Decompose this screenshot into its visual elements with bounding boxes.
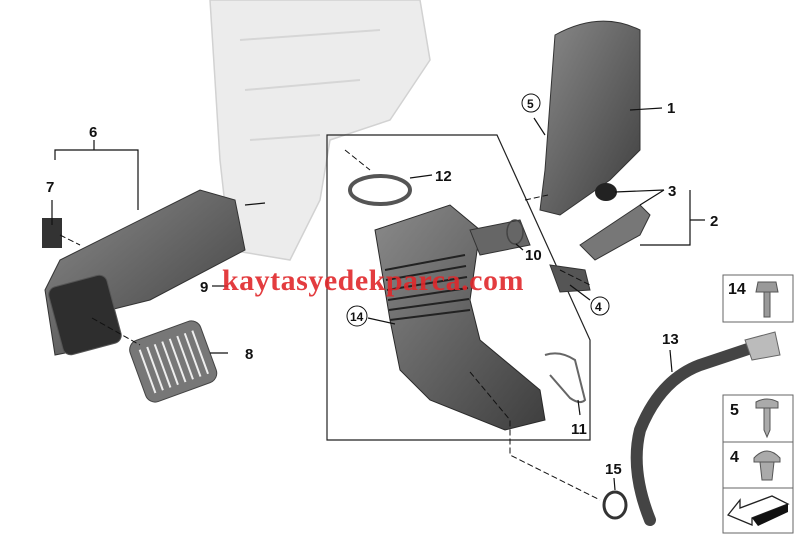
callout-4-circle (590, 296, 610, 316)
part-12-clamp (348, 174, 412, 206)
callout-9: 9 (200, 279, 208, 296)
part-8-grille (129, 320, 218, 403)
legend-label-5: 5 (730, 402, 739, 419)
callout-6: 6 (89, 124, 97, 141)
callout-5: 5 (527, 97, 534, 111)
callout-13: 13 (662, 331, 679, 348)
callout-10: 10 (525, 247, 542, 264)
callout-5-circle (521, 93, 541, 113)
legend-box-4: 4 (722, 441, 794, 489)
callout-14: 14 (350, 310, 364, 324)
callout-8: 8 (245, 346, 253, 363)
part-10-oring (506, 219, 524, 245)
legend-box-5: 5 (722, 394, 794, 443)
hose-end-fitting (744, 331, 781, 361)
callout-1: 1 (667, 100, 675, 117)
callout-7: 7 (46, 179, 54, 196)
dashed-leaders (59, 149, 601, 501)
air-filter-housing-ghost (209, 0, 431, 261)
callout-14-circle (346, 305, 368, 327)
part-7-clip (42, 218, 62, 248)
legend-box-14: 14 (722, 274, 794, 323)
part-11-wire-clip (544, 352, 587, 404)
legend-box-direction (722, 487, 794, 534)
callout-15: 15 (605, 461, 622, 478)
callout-3: 3 (668, 183, 676, 200)
screw-icon (755, 398, 779, 439)
legend-label-14: 14 (728, 281, 746, 298)
part-15-oring (602, 490, 628, 520)
part-1-resonator (539, 20, 641, 216)
watermark: kaytasyedekparca.com (222, 264, 524, 297)
arrow-shadow (752, 504, 788, 526)
part-2-bracket (579, 204, 651, 261)
flange-bolt-icon (755, 281, 779, 318)
push-rivet-icon (753, 450, 781, 481)
part-6-opening (48, 274, 122, 356)
callout-4: 4 (595, 300, 602, 314)
direction-arrow-icon (726, 495, 790, 526)
leader-lines (51, 107, 705, 491)
part-3-rubber-mount (595, 183, 617, 201)
callout-11: 11 (571, 421, 587, 438)
housing-detail (239, 29, 381, 141)
legend-label-4: 4 (730, 449, 739, 466)
hose-ribs (384, 254, 471, 321)
hose-outlet (469, 219, 531, 256)
main-intake-hose (374, 204, 546, 431)
assembly-frame (326, 134, 591, 441)
part-4-bracket (549, 264, 591, 293)
callout-2: 2 (710, 213, 718, 230)
part-13-vent-hose (630, 339, 766, 526)
callout-12: 12 (435, 168, 452, 185)
